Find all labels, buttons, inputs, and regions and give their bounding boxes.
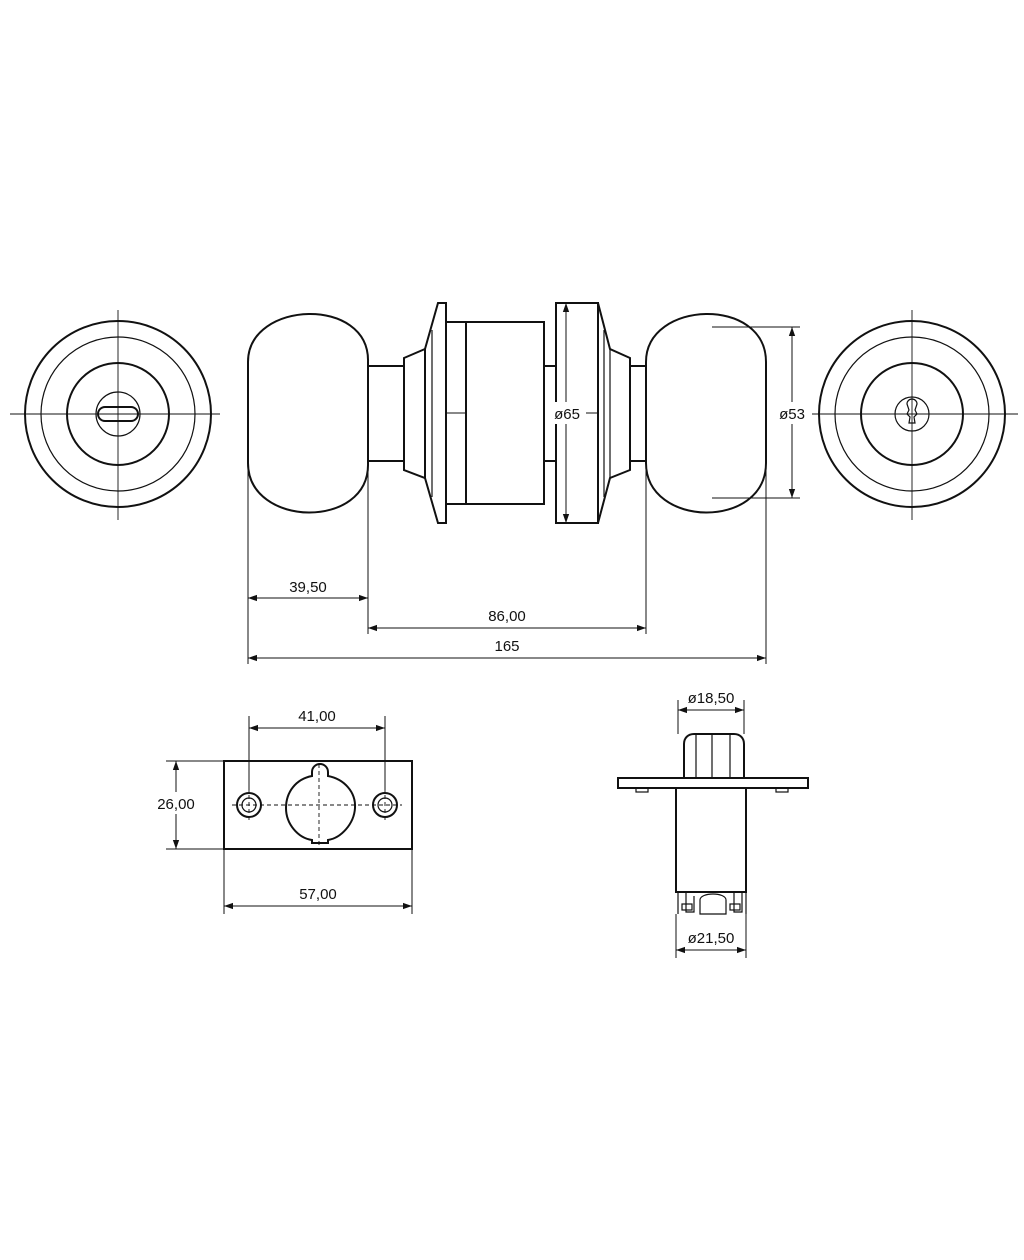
latch-body bbox=[675, 787, 747, 893]
latch-face-plate bbox=[617, 777, 809, 789]
right-spindle bbox=[630, 365, 647, 462]
face-plate-view bbox=[223, 760, 413, 850]
dim-overall-length: 165 bbox=[248, 638, 766, 662]
left-rose bbox=[403, 347, 426, 480]
side-view-assembly bbox=[247, 302, 767, 524]
face-plate-extension-lines bbox=[166, 716, 413, 914]
front-view-left bbox=[10, 310, 220, 520]
latch-tail bbox=[677, 892, 747, 915]
front-view-right bbox=[806, 310, 1018, 520]
latch-view bbox=[617, 733, 809, 915]
dim-knob-length: 39,50 bbox=[248, 579, 368, 602]
dim-plate-height: 26,00 bbox=[150, 761, 202, 849]
latch-extension-lines bbox=[675, 700, 747, 958]
left-rose-flange bbox=[424, 302, 447, 524]
keyway-icon bbox=[906, 398, 918, 424]
dim-between-knobs: 86,00 bbox=[368, 608, 646, 632]
between-knobs-label: 86,00 bbox=[488, 608, 526, 625]
face-plate-outline bbox=[223, 760, 413, 850]
overall-length-label: 165 bbox=[494, 638, 519, 655]
plate-height-label: 26,00 bbox=[157, 796, 195, 813]
holes-spacing-label: 41,00 bbox=[298, 708, 336, 725]
rose-diameter-label: ø65 bbox=[554, 406, 580, 423]
plate-width-label: 57,00 bbox=[299, 886, 337, 903]
right-rose-flange bbox=[597, 302, 631, 524]
knob-length-label: 39,50 bbox=[289, 579, 327, 596]
dim-latch-top-diameter: ø18,50 bbox=[678, 690, 744, 714]
left-spindle bbox=[368, 365, 405, 462]
dim-holes-spacing: 41,00 bbox=[249, 708, 385, 732]
dim-latch-body-diameter: ø21,50 bbox=[676, 930, 746, 954]
latch-top-diameter-label: ø18,50 bbox=[688, 690, 735, 707]
latch-opening bbox=[284, 763, 357, 844]
latch-body-diameter-label: ø21,50 bbox=[688, 930, 735, 947]
extension-lines bbox=[247, 302, 800, 664]
latch-housing bbox=[465, 321, 545, 505]
dim-plate-width: 57,00 bbox=[224, 886, 412, 910]
left-knob bbox=[247, 313, 370, 514]
dim-knob-diameter: ø53 bbox=[774, 327, 812, 498]
right-knob bbox=[645, 313, 767, 514]
dim-rose-diameter: ø65 bbox=[548, 303, 586, 523]
latch-bolt-head bbox=[683, 733, 745, 778]
knob-diameter-label: ø53 bbox=[779, 406, 805, 423]
